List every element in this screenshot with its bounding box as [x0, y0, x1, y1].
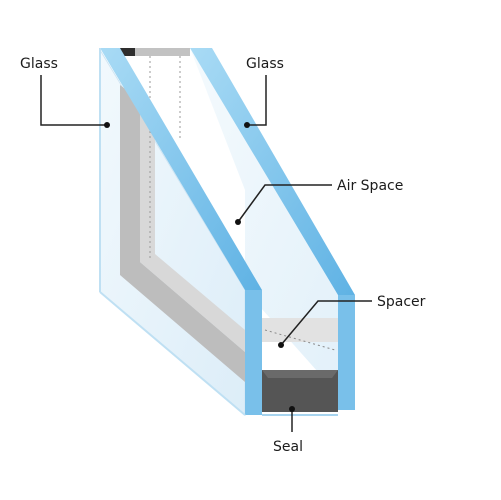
label-spacer: Spacer — [377, 294, 426, 310]
spacer-bar — [135, 48, 338, 351]
leader-dots — [104, 122, 295, 412]
leader-lines — [40, 75, 372, 432]
label-glass-right: Glass — [246, 56, 284, 72]
label-air-space: Air Space — [337, 178, 403, 194]
label-glass-left: Glass — [20, 56, 58, 72]
seal-block — [262, 370, 338, 412]
label-seal: Seal — [273, 439, 303, 455]
glass-edges — [99, 48, 355, 416]
